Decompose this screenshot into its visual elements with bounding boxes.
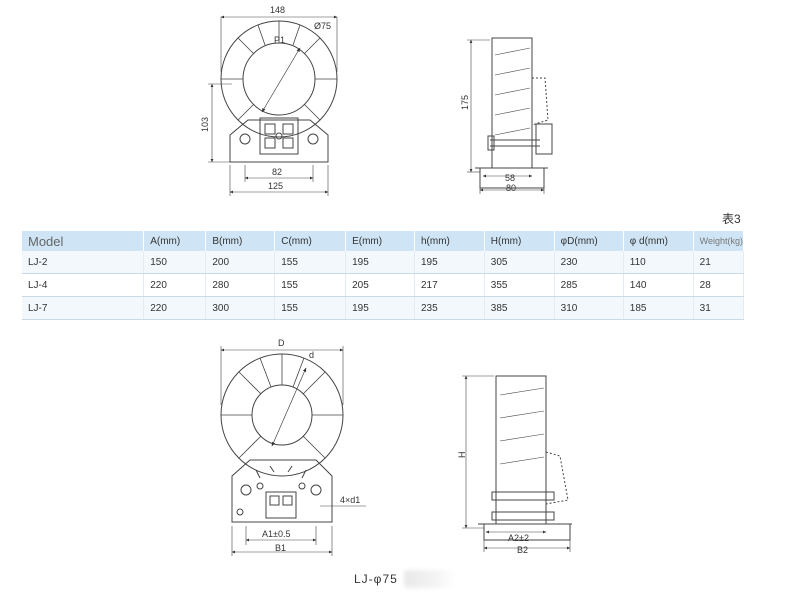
cell-c: 155 [274, 251, 347, 274]
header-h-large: H(mm) [484, 231, 555, 251]
cell-b: 280 [205, 273, 276, 297]
table-title: 表3 [722, 212, 741, 226]
table-header-row: Model A(mm) B(mm) C(mm) E(mm) h(mm) H(mm… [22, 231, 745, 251]
core-body [495, 375, 547, 525]
dim-d-inner-label: d [309, 350, 314, 360]
header-b: B(mm) [205, 231, 276, 251]
model-caption: LJ-φ75 [354, 572, 398, 586]
cell-inner-dia: 110 [623, 251, 694, 274]
table-row: LJ-4 220 280 155 205 217 355 285 140 28 [22, 273, 745, 297]
spec-table: Model A(mm) B(mm) C(mm) E(mm) h(mm) H(mm… [22, 231, 745, 320]
cell-model: LJ-7 [22, 296, 145, 320]
mount-hole [310, 484, 322, 496]
terminal-cover [545, 451, 569, 505]
dim-height-label: 103 [200, 117, 210, 132]
header-a: A(mm) [143, 231, 207, 251]
watermark-blur [404, 570, 456, 588]
cell-c: 155 [274, 296, 347, 320]
label-p1: P1 [274, 35, 285, 45]
mount-bracket [483, 524, 571, 541]
cell-a: 150 [143, 251, 207, 274]
cell-model: LJ-2 [22, 251, 145, 274]
side-dim-h-label: H [457, 452, 467, 459]
terminal-block [259, 117, 299, 155]
dim-foot-mid-label: 82 [272, 167, 282, 177]
cell-model: LJ-4 [22, 273, 145, 297]
dim-foot-width-label: 125 [268, 181, 283, 191]
core-body [491, 37, 533, 169]
mount-hole [240, 484, 252, 496]
cell-e: 195 [345, 251, 415, 274]
cell-inner-dia: 140 [623, 273, 694, 297]
bottom-front-view [220, 346, 366, 556]
side-dim-foot-mid-label: 58 [505, 173, 515, 183]
cell-outer-dia: 230 [554, 251, 624, 274]
dim-width-label: 148 [270, 5, 285, 15]
header-weight: Weight(kg) [693, 231, 745, 251]
dim-holes-label: 4×d1 [340, 495, 360, 505]
header-inner-dia: φ d(mm) [623, 231, 694, 251]
busbar-lower [491, 511, 555, 521]
cell-h-large: 385 [484, 296, 555, 320]
cell-c: 155 [274, 273, 347, 297]
cell-weight: 28 [693, 273, 745, 297]
terminal-box [535, 123, 553, 155]
dim-inner-dia-label: Ø75 [314, 21, 331, 31]
cell-outer-dia: 310 [554, 296, 624, 320]
cell-b: 200 [205, 251, 276, 274]
top-front-view [208, 15, 338, 196]
cell-inner-dia: 185 [623, 296, 694, 320]
header-model: Model [22, 231, 145, 251]
bottom-side-view [462, 375, 572, 552]
cell-b: 300 [205, 296, 276, 320]
cell-a: 220 [143, 273, 207, 297]
cell-weight: 21 [693, 251, 745, 274]
side-dim-height-label: 175 [460, 95, 470, 110]
ring-segments [221, 354, 343, 459]
table-row: LJ-2 150 200 155 195 195 305 230 110 21 [22, 251, 745, 274]
mount-hole [307, 133, 319, 145]
cell-e: 195 [345, 296, 415, 320]
mount-hole [239, 133, 251, 145]
cell-h-small: 195 [414, 251, 485, 274]
side-dim-a2-label: A2±2 [508, 533, 529, 543]
table-row: LJ-7 220 300 155 195 235 385 310 185 31 [22, 296, 745, 320]
side-dim-b2-label: B2 [517, 545, 528, 555]
dim-a1-label: A1±0.5 [262, 529, 290, 539]
cell-h-small: 235 [414, 296, 485, 320]
base-plate [229, 119, 329, 163]
header-c: C(mm) [274, 231, 347, 251]
header-outer-dia: φD(mm) [554, 231, 624, 251]
top-side-view [467, 37, 553, 194]
cell-a: 220 [143, 296, 207, 320]
mount-bracket [479, 168, 545, 189]
cell-outer-dia: 285 [554, 273, 624, 297]
terminal-block [265, 491, 297, 519]
cell-h-large: 305 [484, 251, 555, 274]
base-plate [231, 459, 333, 523]
cell-weight: 31 [693, 296, 745, 320]
terminal-cover [531, 77, 549, 126]
cell-h-large: 355 [484, 273, 555, 297]
cell-h-small: 217 [414, 273, 485, 297]
header-e: E(mm) [345, 231, 415, 251]
cell-e: 205 [345, 273, 415, 297]
header-h-small: h(mm) [414, 231, 485, 251]
dim-b1-label: B1 [275, 543, 286, 553]
ring-segments [221, 21, 337, 121]
side-dim-foot-width-label: 80 [506, 183, 516, 193]
dim-d-outer-label: D [278, 338, 285, 348]
busbar-upper [491, 491, 555, 501]
